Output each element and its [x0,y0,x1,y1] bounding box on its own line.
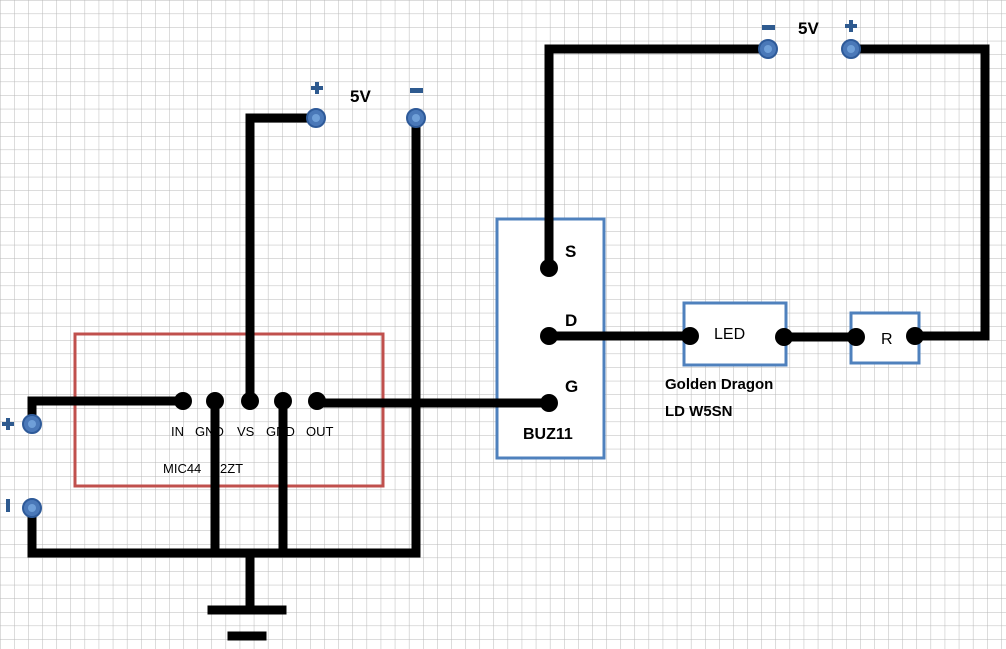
driver-pin-label-in: IN [171,424,184,439]
pin-gnd1-dot [206,392,224,410]
pin-drain-dot [540,327,558,345]
source-wire [544,44,773,273]
supply-resistor-wire [846,44,990,341]
pin-source-dot [540,259,558,277]
mosfet-name: BUZ11 [523,426,573,443]
pin-in-dot [174,392,192,410]
led-cathode-dot [775,328,793,346]
vs-supply-wire [245,113,321,405]
terminal-left-minus [406,108,426,128]
driver-pin-label-gnd2: GND [266,424,295,439]
resistor-left-dot [847,328,865,346]
driver-pin-label-gnd1: GND [195,424,224,439]
minus-sign-icon [410,88,423,93]
led-label: LED [714,326,745,343]
plus-sign-icon [845,20,857,32]
input-wire [27,396,188,425]
pin-gnd2-dot [274,392,292,410]
terminal-input-plus [22,414,42,434]
terminal-right-minus [758,39,778,59]
led-box [682,301,788,367]
minus-sign-icon [6,499,10,512]
terminal-input-minus [22,498,42,518]
terminal-right-plus [841,39,861,59]
pin-gate-dot [540,394,558,412]
led-caption-line1: Golden Dragon [665,376,773,393]
mosfet-pin-g: G [565,377,578,396]
pin-out-dot [308,392,326,410]
plus-sign-icon [2,418,14,430]
driver-pin-label-vs: VS [237,424,255,439]
driver-pin-label-out: OUT [306,424,334,439]
resistor-right-dot [906,327,924,345]
terminal-left-plus [306,108,326,128]
minus-sign-icon [762,25,775,30]
mosfet-pin-d: D [565,311,577,330]
supply-right-voltage: 5V [798,19,819,38]
plus-sign-icon [311,82,323,94]
driver-chip-box [73,332,385,488]
resistor-label: R [881,331,893,348]
pin-vs-dot [241,392,259,410]
led-anode-dot [681,327,699,345]
supply-left-voltage: 5V [350,87,371,106]
driver-chip-name-suffix: 2ZT [220,461,243,476]
ground-bus-wire [27,113,421,558]
driver-chip-name: MIC44 [163,461,201,476]
mosfet-pin-s: S [565,242,576,261]
led-caption-line2: LD W5SN [665,403,733,420]
